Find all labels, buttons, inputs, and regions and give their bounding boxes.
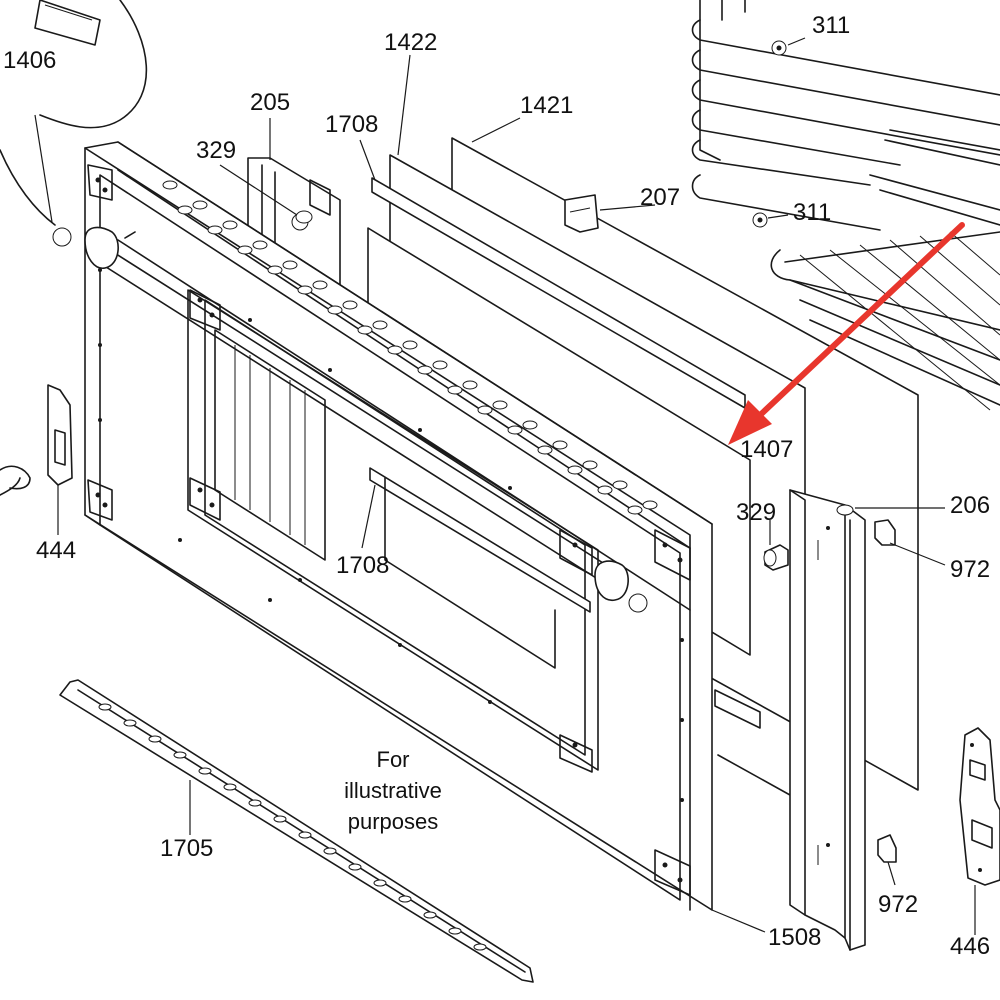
hinge-receiver-444 — [0, 384, 73, 496]
label-1421: 1421 — [520, 92, 573, 119]
door-handle — [52, 226, 648, 613]
label-1406: 1406 — [3, 47, 56, 74]
rail-1708-bottom — [369, 467, 591, 669]
door-top-vent-slots — [162, 180, 658, 515]
label-206: 206 — [950, 492, 990, 519]
label-311-lower: 311 — [793, 199, 831, 226]
clip-972-bottom — [877, 834, 897, 863]
label-972-lower: 972 — [878, 891, 918, 918]
detail-circle-1406 — [0, 0, 148, 226]
bottom-trim-1705 — [59, 679, 534, 983]
note-line-2: illustrative — [344, 778, 442, 803]
label-1422: 1422 — [384, 29, 437, 56]
label-1708-bottom: 1708 — [336, 552, 389, 579]
red-arrow — [728, 222, 965, 445]
label-205: 205 — [250, 89, 290, 116]
illustrative-note: For illustrative purposes — [344, 747, 442, 834]
label-311-upper: 311 — [812, 12, 850, 39]
spacer-329-right — [763, 544, 789, 571]
hinge-receiver-446 — [959, 727, 1000, 886]
label-446: 446 — [950, 933, 990, 960]
label-329-left: 329 — [196, 137, 236, 164]
note-line-1: For — [377, 747, 410, 772]
label-329-right: 329 — [736, 499, 776, 526]
label-972-upper: 972 — [950, 556, 990, 583]
label-444: 444 — [36, 537, 76, 564]
label-1407: 1407 — [740, 436, 793, 463]
leader-lines — [57, 37, 976, 935]
oven-rack-lower — [770, 129, 1000, 411]
label-1705: 1705 — [160, 835, 213, 862]
note-line-3: purposes — [348, 809, 439, 834]
hinge-206 — [789, 489, 866, 951]
label-1508: 1508 — [768, 924, 821, 951]
screw-311 — [752, 40, 787, 228]
clip-207 — [564, 194, 599, 233]
label-207: 207 — [640, 184, 680, 211]
label-1708-top: 1708 — [325, 111, 378, 138]
oven-rack-upper — [691, 0, 1000, 231]
glass-retainer-strip — [714, 689, 791, 796]
